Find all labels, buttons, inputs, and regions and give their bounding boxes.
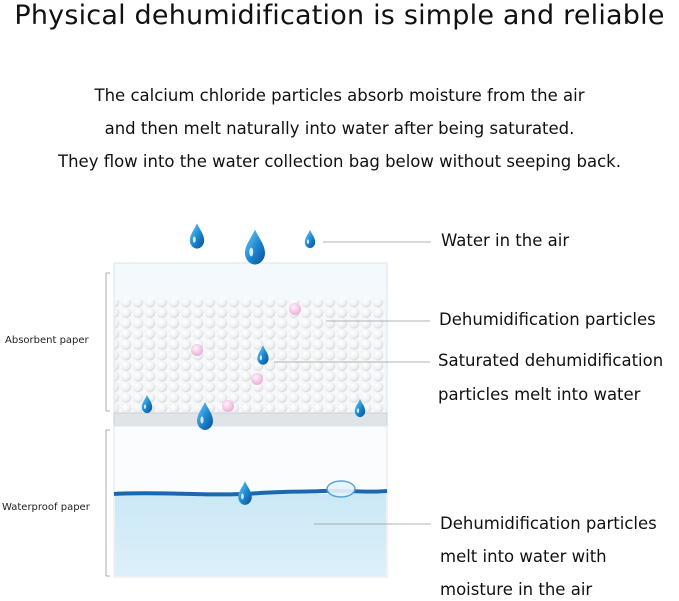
page-title: Physical dehumidification is simple and … [14,0,665,31]
saturated-particle [222,400,234,412]
label-saturated-line-2: particles melt into water [438,385,641,404]
saturated-particle [289,303,301,315]
label-waterproof-paper: Waterproof paper [2,502,90,513]
dehumidification-particles-layer [115,300,386,412]
label-melt-line-2: melt into water with [440,547,607,566]
description-line-3: They flow into the water collection bag … [58,152,621,171]
separator-strip [113,412,388,427]
label-water-in-air: Water in the air [441,231,570,250]
water-drop-icon [189,223,205,249]
label-melt-line-3: moisture in the air [440,580,593,599]
label-absorbent-paper: Absorbent paper [5,335,89,346]
water-drop-icon [304,229,316,249]
label-dehumidification-particles: Dehumidification particles [439,310,656,329]
label-saturated-line-1: Saturated dehumidification [438,351,664,370]
saturated-particle [251,373,263,385]
label-melt-line-1: Dehumidification particles [440,514,657,533]
collected-water [115,494,386,576]
description-line-2: and then melt naturally into water after… [104,119,575,138]
description-line-1: The calcium chloride particles absorb mo… [94,86,585,105]
saturated-particle [191,344,203,356]
water-drop-icon [245,229,265,265]
water-bubble [326,480,356,498]
